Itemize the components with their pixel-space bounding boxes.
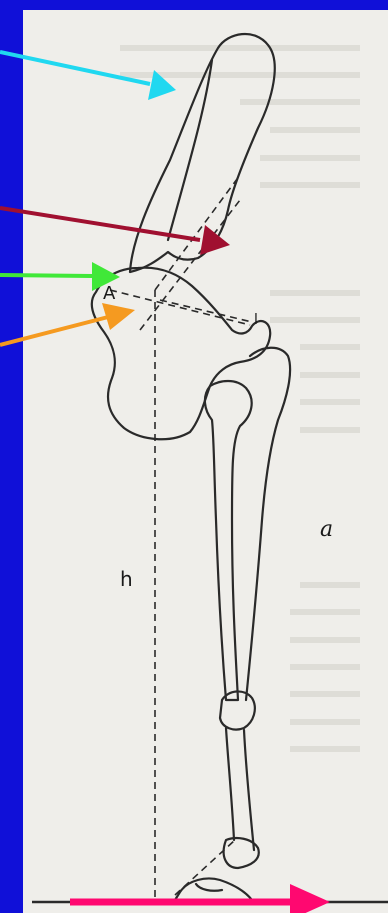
scapula-bone [130,34,275,272]
hoof [175,879,252,901]
pastern-bone [224,838,259,868]
forearm-bone [205,381,252,700]
background-text [120,48,360,749]
orange-arrow [0,303,135,345]
humerus-bone [92,268,270,440]
maroon-arrow [0,208,230,255]
lever-label-l: l [254,312,258,328]
angle-label-A: A [103,283,115,304]
height-label-h: h [120,567,133,591]
panel-label-a: a [320,517,333,542]
green-arrow [0,262,120,291]
